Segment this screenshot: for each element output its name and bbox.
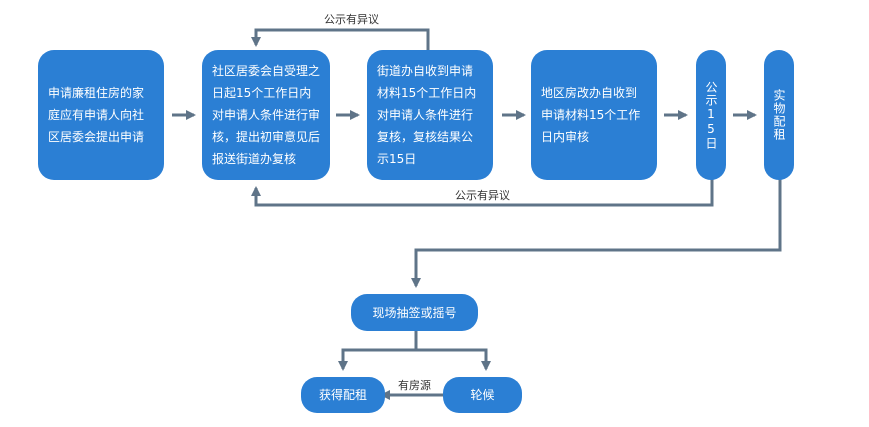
district-review-node: 地区房改办自收到申请材料15个工作日内审核 <box>531 50 657 180</box>
obtain-node: 获得配租 <box>301 377 385 413</box>
street-review-node: 街道办自收到申请材料15个工作日内对申请人条件进行复核，复核结果公示15日 <box>367 50 493 180</box>
lottery-node-text: 现场抽签或摇号 <box>372 305 457 320</box>
street-review-node-text: 街道办自收到申请材料15个工作日内对申请人条件进行复核，复核结果公示15日 <box>377 64 477 166</box>
community-review-node: 社区居委会自受理之日起15个工作日内对申请人条件进行审核，提出初审意见后报送街道… <box>202 50 330 180</box>
lottery-node: 现场抽签或摇号 <box>351 294 478 331</box>
waiting-node: 轮候 <box>443 377 522 413</box>
bottom-objection-loop <box>251 178 714 207</box>
district-review-node-text: 地区房改办自收到申请材料15个工作日内审核 <box>541 86 641 144</box>
allocation-node: 实物配租 <box>764 50 794 180</box>
apply-node: 申请廉租住房的家庭应有申请人向社区居委会提出申请 <box>38 50 164 180</box>
arrow-lottery-to-waiting <box>416 348 491 371</box>
community-review-node-text: 社区居委会自受理之日起15个工作日内对申请人条件进行审核，提出初审意见后报送街道… <box>212 64 321 166</box>
top-objection-loop <box>251 28 430 50</box>
obtain-node-text: 获得配租 <box>318 388 367 402</box>
apply-node-text: 申请廉租住房的家庭应有申请人向社区居委会提出申请 <box>48 86 145 144</box>
bottom-objection-label: 公示有异议 <box>455 188 510 202</box>
arrow-allocation-to-lottery <box>411 178 782 288</box>
waiting-node-text: 轮候 <box>470 388 495 402</box>
arrow-lottery-to-obtain <box>338 348 416 371</box>
allocation-node-text: 实物配租 <box>772 89 786 141</box>
has-housing-label: 有房源 <box>398 378 431 392</box>
top-objection-label: 公示有异议 <box>324 12 379 26</box>
publicity-node-text: 公示15日 <box>704 80 718 150</box>
publicity-node: 公示15日 <box>696 50 726 180</box>
